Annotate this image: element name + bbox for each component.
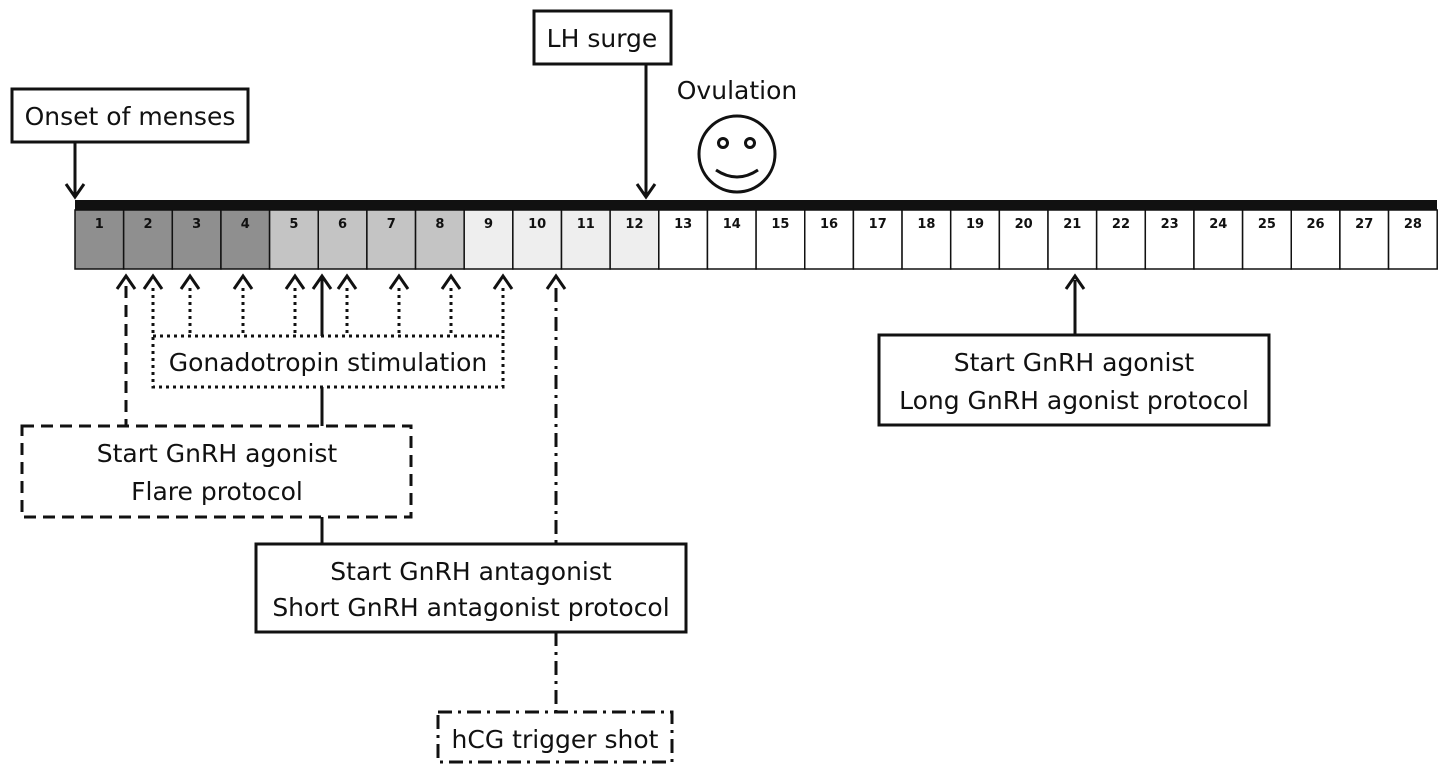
antagonist-label-line1: Start GnRH antagonist — [330, 557, 612, 586]
long-arrow-head — [1064, 273, 1086, 290]
day-cell-1 — [74, 209, 125, 270]
day-cell-2 — [122, 209, 174, 270]
gonadotropin-arrow-head — [284, 273, 306, 290]
onset-of-menses-callout: Onset of menses — [10, 87, 250, 200]
day-cell-27 — [1339, 209, 1390, 270]
gonadotropin-arrow-head — [232, 273, 254, 290]
gonadotropin-arrow-head — [388, 273, 410, 290]
ovulation-marker: Ovulation — [677, 76, 797, 194]
day-cell-14 — [706, 209, 757, 270]
day-cell-18 — [901, 209, 952, 270]
day-cell-23 — [1144, 209, 1195, 270]
gonadotropin-box — [151, 334, 505, 389]
onset-box — [10, 87, 250, 144]
day-cell-10 — [512, 209, 563, 270]
day-label-15: 15 — [771, 217, 789, 232]
day-cell-28 — [1387, 209, 1438, 270]
day-cell-7 — [366, 209, 417, 270]
day-label-27: 27 — [1355, 217, 1373, 232]
day-cell-12 — [609, 209, 660, 270]
flare-arrow-head — [115, 273, 137, 290]
flare-label-line1: Start GnRH agonist — [97, 439, 338, 468]
day-cell-16 — [804, 209, 855, 270]
day-label-25: 25 — [1258, 217, 1276, 232]
day-label-23: 23 — [1161, 217, 1179, 232]
gonadotropin-stimulation-group: Gonadotropin stimulation — [142, 273, 514, 389]
gonadotropin-arrow-head — [179, 273, 201, 290]
hcg-trigger-group: hCG trigger shot — [436, 273, 674, 764]
day-label-20: 20 — [1015, 217, 1033, 232]
day-label-28: 28 — [1404, 217, 1422, 232]
day-label-19: 19 — [966, 217, 984, 232]
day-label-1: 1 — [95, 217, 104, 232]
long-label-line2: Long GnRH agonist protocol — [899, 386, 1249, 415]
hcg-label: hCG trigger shot — [452, 725, 659, 754]
smiley-face-icon — [697, 114, 777, 194]
day-label-18: 18 — [917, 217, 935, 232]
antagonist-label-line2: Short GnRH antagonist protocol — [272, 593, 669, 622]
timeline-bar — [75, 200, 1437, 210]
day-cell-25 — [1241, 209, 1292, 270]
day-label-14: 14 — [723, 217, 741, 232]
day-label-16: 16 — [820, 217, 838, 232]
day-cell-21 — [1047, 209, 1098, 270]
gonadotropin-arrow-head — [336, 273, 358, 290]
day-cell-6 — [317, 209, 368, 270]
day-label-4: 4 — [241, 217, 250, 232]
ovulation-label: Ovulation — [677, 76, 797, 105]
day-label-7: 7 — [387, 217, 396, 232]
lh-surge-label: LH surge — [547, 24, 658, 53]
day-label-2: 2 — [143, 217, 152, 232]
day-cell-17 — [852, 209, 903, 270]
day-label-24: 24 — [1209, 217, 1227, 232]
day-label-5: 5 — [289, 217, 298, 232]
day-cell-8 — [414, 209, 465, 270]
onset-arrow-head — [64, 183, 86, 200]
long-label-line1: Start GnRH agonist — [954, 348, 1195, 377]
lh-surge-box — [532, 9, 673, 66]
day-label-22: 22 — [1112, 217, 1130, 232]
lh-surge-callout: LH surge — [532, 9, 673, 200]
antagonist-protocol-group: Start GnRH antagonist Short GnRH antagon… — [254, 273, 688, 634]
flare-label-line2: Flare protocol — [131, 477, 303, 506]
day-cell-22 — [1095, 209, 1147, 270]
day-cell-5 — [268, 209, 320, 270]
flare-protocol-group: Start GnRH agonist Flare protocol — [20, 273, 413, 519]
day-cell-19 — [949, 209, 1001, 270]
hcg-arrow-head — [545, 273, 567, 290]
day-label-3: 3 — [192, 217, 201, 232]
hcg-box — [436, 710, 674, 764]
onset-label: Onset of menses — [25, 102, 236, 131]
day-label-26: 26 — [1307, 217, 1325, 232]
gonadotropin-arrow-head — [142, 273, 164, 290]
gonadotropin-arrow-head — [440, 273, 462, 290]
day-label-10: 10 — [528, 217, 546, 232]
day-cell-20 — [998, 209, 1049, 270]
day-label-13: 13 — [674, 217, 692, 232]
gonadotropin-arrows — [142, 273, 514, 336]
day-label-17: 17 — [869, 217, 887, 232]
lh-surge-arrow-head — [635, 183, 657, 200]
day-label-8: 8 — [435, 217, 444, 232]
day-label-11: 11 — [577, 217, 595, 232]
day-label-6: 6 — [338, 217, 347, 232]
antagonist-box — [254, 542, 688, 634]
gonadotropin-arrow-head — [492, 273, 514, 290]
day-cell-9 — [463, 209, 514, 270]
day-label-9: 9 — [484, 217, 493, 232]
day-cell-3 — [171, 209, 222, 270]
flare-box — [20, 424, 413, 519]
day-label-12: 12 — [625, 217, 643, 232]
antagonist-arrow-head — [311, 273, 333, 290]
day-cell-13 — [658, 209, 709, 270]
long-box — [877, 333, 1271, 427]
day-label-21: 21 — [1063, 217, 1081, 232]
gonadotropin-label: Gonadotropin stimulation — [169, 348, 488, 377]
long-protocol-group: Start GnRH agonist Long GnRH agonist pro… — [877, 273, 1271, 427]
